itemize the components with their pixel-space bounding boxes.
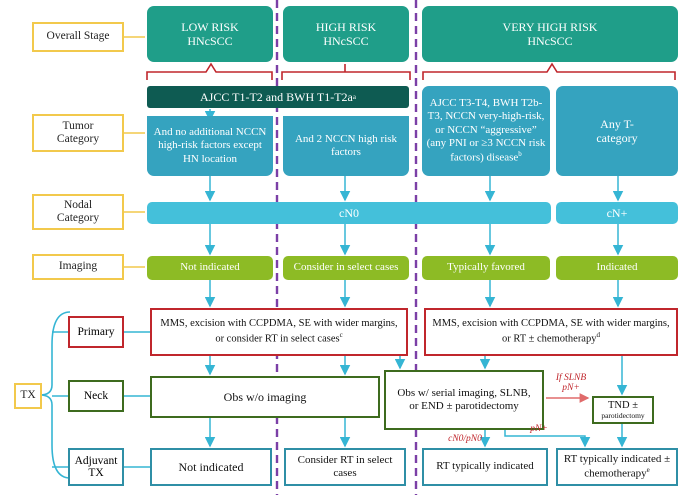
imaging-high-text: Consider in select cases: [293, 261, 399, 274]
tumor-high-detail-text: And 2 NCCN high risk factors: [294, 132, 398, 158]
neck-low-high: Obs w/o imaging: [150, 376, 380, 418]
imaging-high: Consider in select cases: [283, 256, 409, 280]
imaging-very-high: Typically favored: [422, 256, 550, 280]
imaging-low-text: Not indicated: [180, 261, 240, 274]
adjuvant-cnplus-wrap: RT typically indicated ± chemotherapye: [558, 453, 676, 481]
neck-tnd: TND ± parotidectomy: [592, 396, 654, 424]
stage-high-risk: HIGH RISK HNcSCC: [283, 6, 409, 62]
adjuvant-cnplus-text: RT typically indicated ± chemotherapy: [563, 452, 671, 480]
neck-if-slnb-label: If SLNB pN+: [554, 373, 588, 394]
neck-if-slnb-text: If SLNB pN+: [555, 373, 587, 394]
primary-low-high: MMS, excision with CCPDMA, SE with wider…: [150, 308, 408, 356]
label-tx-text: TX: [20, 389, 36, 402]
label-tumor-category-text: Tumor Category: [56, 119, 100, 145]
label-imaging: Imaging: [32, 254, 124, 280]
imaging-cnplus-text: Indicated: [596, 261, 638, 274]
label-primary-text: Primary: [77, 326, 115, 338]
imaging-low: Not indicated: [147, 256, 273, 280]
neck-pn-plus-text: pN+: [530, 424, 548, 434]
nodal-cn0: cN0: [147, 202, 551, 224]
stage-low-risk: LOW RISK HNcSCC: [147, 6, 273, 62]
label-neck: Neck: [68, 380, 124, 412]
neck-low-high-text: Obs w/o imaging: [223, 389, 307, 404]
label-overall-stage: Overall Stage: [32, 22, 124, 52]
label-neck-text: Neck: [83, 390, 109, 402]
primary-low-high-wrap: MMS, excision with CCPDMA, SE with wider…: [152, 318, 406, 346]
column-dividers: [275, 0, 418, 495]
label-adjuvant-tx-text: Adjuvant TX: [74, 455, 118, 479]
tumor-t1-t2-header-text: AJCC T1-T2 and BWH T1-T2a: [200, 89, 353, 104]
neck-cn0-pn0-label: cN0/pN0: [446, 434, 484, 444]
tumor-high-detail: And 2 NCCN high risk factors: [283, 116, 409, 176]
label-connectors: [124, 36, 145, 268]
tumor-any-t: Any T-category: [556, 86, 678, 176]
imaging-very-high-text: Typically favored: [447, 261, 525, 274]
nodal-cnplus: cN+: [556, 202, 678, 224]
primary-very-high: MMS, excision with CCPDMA, SE with wider…: [424, 308, 678, 356]
adjuvant-high-text: Consider RT in select cases: [297, 453, 393, 479]
adjuvant-low: Not indicated: [150, 448, 272, 486]
primary-low-high-text: MMS, excision with CCPDMA, SE with wider…: [160, 318, 398, 345]
neck-cn0-pn0-text: cN0/pN0: [448, 434, 482, 444]
stage-very-high-risk: VERY HIGH RISK HNcSCC: [422, 6, 678, 62]
neck-very-high: Obs w/ serial imaging, SLNB, or END ± pa…: [384, 370, 544, 430]
adjuvant-cnplus: RT typically indicated ± chemotherapye: [556, 448, 678, 486]
tumor-very-high-detail-sup: b: [518, 149, 522, 158]
label-adjuvant-tx: Adjuvant TX: [68, 448, 124, 486]
tx-brace: [39, 311, 71, 479]
label-primary: Primary: [68, 316, 124, 348]
primary-very-high-wrap: MMS, excision with CCPDMA, SE with wider…: [426, 318, 676, 346]
label-nodal-category: Nodal Category: [32, 194, 124, 230]
tumor-very-high-detail-text: AJCC T3-T4, BWH T2b-T3, NCCN very-high-r…: [426, 97, 546, 164]
tumor-any-t-text: Any T-category: [596, 116, 638, 145]
primary-very-high-text: MMS, excision with CCPDMA, SE with wider…: [432, 318, 670, 345]
tumor-very-high-detail-wrap: AJCC T3-T4, BWH T2b-T3, NCCN very-high-r…: [422, 97, 550, 165]
nodal-cnplus-text: cN+: [606, 205, 628, 220]
stage-braces: [146, 62, 676, 80]
adjuvant-high: Consider RT in select cases: [284, 448, 406, 486]
label-tumor-category: Tumor Category: [32, 114, 124, 152]
stage-low-risk-text: LOW RISK HNcSCC: [181, 19, 239, 48]
tumor-t1-t2-header-sup: a: [352, 92, 356, 101]
neck-tnd-sub: parotidectomy: [601, 410, 645, 420]
adjuvant-very-high-text: RT typically indicated: [436, 460, 534, 473]
flow-arrows: [204, 109, 628, 448]
adjuvant-low-text: Not indicated: [178, 459, 244, 474]
stage-high-risk-text: HIGH RISK HNcSCC: [315, 19, 377, 48]
label-overall-stage-text: Overall Stage: [46, 30, 110, 43]
neck-very-high-text: Obs w/ serial imaging, SLNB, or END ± pa…: [397, 386, 531, 412]
primary-very-high-sup: d: [596, 330, 600, 339]
label-nodal-category-text: Nodal Category: [56, 198, 100, 224]
adjuvant-very-high: RT typically indicated: [422, 448, 548, 486]
stage-very-high-risk-text: VERY HIGH RISK HNcSCC: [502, 19, 598, 48]
neck-pn-plus-label: pN+: [524, 424, 554, 434]
tumor-low-detail-text: And no additional NCCN high-risk factors…: [153, 126, 267, 165]
nodal-cn0-text: cN0: [339, 205, 359, 220]
adjuvant-cnplus-sup: e: [646, 466, 650, 475]
imaging-cnplus: Indicated: [556, 256, 678, 280]
label-tx: TX: [14, 383, 42, 409]
tumor-low-detail: And no additional NCCN high-risk factors…: [147, 116, 273, 176]
label-imaging-text: Imaging: [58, 260, 98, 273]
neck-tnd-text: TND ±: [608, 400, 638, 412]
primary-low-high-sup: c: [339, 330, 343, 339]
tumor-very-high-detail: AJCC T3-T4, BWH T2b-T3, NCCN very-high-r…: [422, 86, 550, 176]
